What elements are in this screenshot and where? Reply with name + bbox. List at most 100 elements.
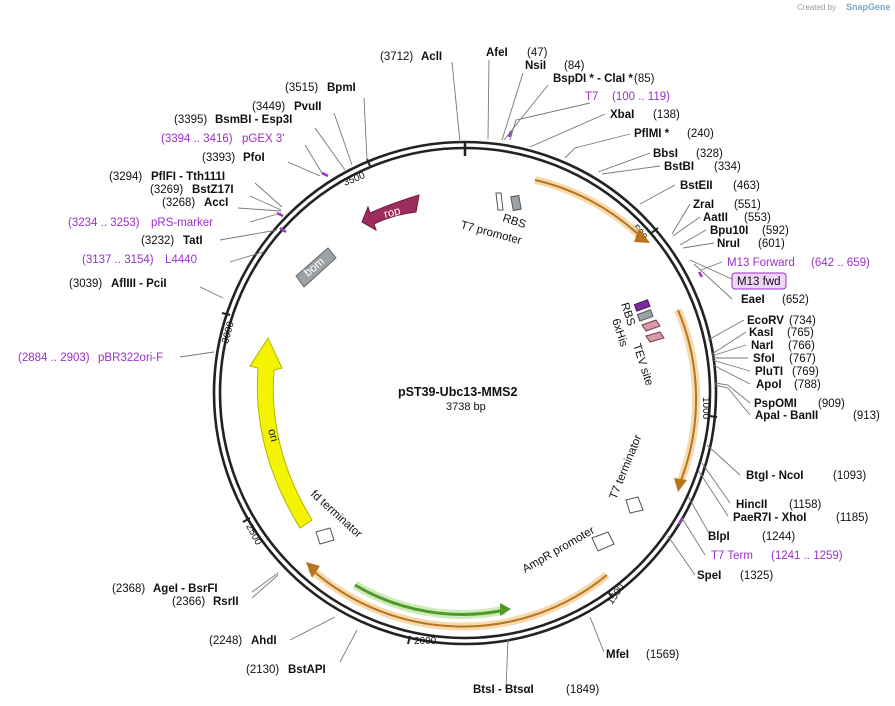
svg-text:2000: 2000 bbox=[414, 636, 437, 647]
site-name: TatI bbox=[183, 235, 203, 247]
site-name: ZraI bbox=[693, 199, 714, 211]
site-name: NsiI bbox=[525, 60, 546, 72]
site-name: PspOMI bbox=[754, 398, 797, 410]
bom-feature bbox=[295, 247, 337, 288]
primer-label: M13 fwd bbox=[737, 276, 780, 288]
site-name: BstZ17I bbox=[192, 184, 234, 196]
primer-name: L4440 bbox=[165, 254, 197, 266]
rop-feature bbox=[361, 194, 420, 232]
site-pos: (913) bbox=[853, 410, 880, 422]
site-name: EcoRV bbox=[747, 315, 784, 327]
tick-2000: 2000 bbox=[407, 635, 437, 647]
site-pos: (85) bbox=[634, 73, 655, 85]
site-name: BlpI bbox=[708, 531, 730, 543]
cds2-arc bbox=[677, 309, 698, 484]
site-name: SpeI bbox=[697, 570, 721, 582]
site-pos: (3393) bbox=[202, 152, 235, 164]
primer-pos: (3234 .. 3253) bbox=[68, 217, 140, 229]
svg-text:1000: 1000 bbox=[700, 397, 711, 420]
site-pos: (47) bbox=[527, 47, 548, 59]
site-pos: (328) bbox=[696, 148, 723, 160]
tev-label: TEV site bbox=[630, 342, 655, 387]
primer-name: pGEX 3' bbox=[242, 133, 284, 145]
site-name: PflMI * bbox=[634, 128, 670, 140]
site-pos: (909) bbox=[818, 398, 845, 410]
ampr-promoter-label: AmpR promoter bbox=[521, 525, 597, 576]
m13-fwd-box bbox=[731, 272, 787, 290]
site-name: Bpu10I bbox=[710, 225, 748, 237]
site-name: AgeI - BsrFI bbox=[153, 583, 218, 595]
site-pos: (1185) bbox=[836, 512, 869, 524]
site-pos: (2248) bbox=[209, 635, 242, 647]
site-pos: (1093) bbox=[833, 470, 866, 482]
site-name: PvuII bbox=[294, 101, 321, 113]
cds3-arc bbox=[309, 567, 608, 628]
site-pos: (463) bbox=[733, 180, 760, 192]
site-name: AatII bbox=[703, 212, 728, 224]
credit-brand: SnapGene bbox=[846, 2, 891, 12]
site-name: PaeR7I - XhoI bbox=[733, 512, 807, 524]
site-pos: (734) bbox=[789, 315, 816, 327]
site-pos: (1569) bbox=[646, 649, 679, 661]
leader-lines-left bbox=[179, 61, 461, 663]
plasmid-name: pST39-Ubc13-MMS2 bbox=[398, 385, 518, 399]
site-name: NarI bbox=[751, 340, 773, 352]
site-name: BbsI bbox=[653, 148, 678, 160]
site-name: HincII bbox=[736, 499, 767, 511]
cds-green-arc bbox=[354, 583, 506, 616]
site-pos: (601) bbox=[758, 238, 785, 250]
site-pos: (1849) bbox=[566, 684, 599, 696]
site-name: BstBI bbox=[664, 161, 694, 173]
primer-name: pRS-marker bbox=[151, 217, 213, 229]
site-pos: (3269) bbox=[150, 184, 183, 196]
cds1-arrowhead bbox=[634, 228, 650, 243]
primer-pos: (3394 .. 3416) bbox=[161, 133, 233, 145]
primer-pos: (3137 .. 3154) bbox=[82, 254, 154, 266]
site-pos: (765) bbox=[787, 327, 814, 339]
site-name: AfeI bbox=[486, 47, 508, 59]
site-name: XbaI bbox=[610, 109, 634, 121]
site-name: BstAPI bbox=[288, 664, 326, 676]
site-name: ApoI bbox=[756, 379, 782, 391]
leader-lines-right bbox=[487, 59, 751, 690]
site-name: BpmI bbox=[327, 82, 356, 94]
tev-box-1 bbox=[641, 319, 661, 332]
site-name: AccI bbox=[204, 197, 228, 209]
site-name: EaeI bbox=[741, 294, 765, 306]
rbs-box-1 bbox=[510, 194, 522, 212]
his-purple-box bbox=[633, 299, 651, 312]
site-pos: (2130) bbox=[246, 664, 279, 676]
site-pos: (3268) bbox=[162, 197, 195, 209]
primer-marks bbox=[276, 130, 704, 525]
site-name: BsmBI - Esp3I bbox=[215, 114, 292, 126]
site-pos: (788) bbox=[794, 379, 821, 391]
t7-terminator-arrow bbox=[625, 496, 644, 514]
site-pos: (769) bbox=[792, 366, 819, 378]
site-pos: (592) bbox=[762, 225, 789, 237]
site-name: BtgI - NcoI bbox=[746, 470, 804, 482]
site-name: BstEII bbox=[680, 180, 713, 192]
site-pos: (1158) bbox=[789, 499, 822, 511]
primer-pos: (2884 .. 2903) bbox=[18, 352, 90, 364]
rbs-marker-1 bbox=[495, 192, 504, 211]
site-name: SfoI bbox=[753, 353, 775, 365]
site-pos: (3515) bbox=[285, 82, 318, 94]
site-name: AflIII - PciI bbox=[111, 278, 167, 290]
tick-2500: 2500 bbox=[242, 517, 264, 547]
site-pos: (766) bbox=[788, 340, 815, 352]
primer-pos: (100 .. 119) bbox=[612, 91, 670, 103]
primer-pos: (642 .. 659) bbox=[811, 257, 870, 269]
tev-box-2 bbox=[645, 331, 665, 343]
site-pos: (652) bbox=[782, 294, 809, 306]
site-name: AhdI bbox=[251, 635, 277, 647]
t7-terminator-label: T7 terminator bbox=[608, 433, 645, 501]
site-pos: (3232) bbox=[141, 235, 174, 247]
ori-label: ori bbox=[265, 428, 280, 443]
site-pos: (2366) bbox=[172, 596, 205, 608]
rop-label: rop bbox=[383, 205, 402, 221]
site-name: PfoI bbox=[243, 152, 265, 164]
site-pos: (1244) bbox=[762, 531, 795, 543]
site-pos: (3039) bbox=[69, 278, 102, 290]
primer-name: pBR322ori-F bbox=[98, 352, 163, 364]
